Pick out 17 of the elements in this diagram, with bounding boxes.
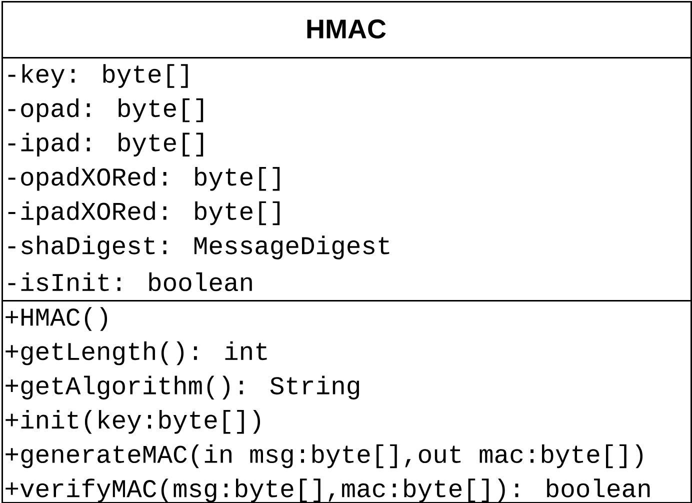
method-text: +getAlgorithm(): String (6, 376, 360, 400)
attribute-text: -isInit: boolean (8, 272, 252, 292)
attributes-compartment (2, 57, 692, 302)
method-text: +init(key:byte[]) (6, 410, 260, 434)
class-name-compartment (2, 1, 692, 58)
attribute-text: -opadXORed: byte[] (8, 167, 280, 191)
method-text: +verifyMAC(msg:byte[],mac:byte[]): boolean (6, 478, 650, 502)
attribute-text: -opad: byte[] (8, 98, 204, 122)
method-text: +getLength(): int (6, 341, 267, 366)
method-text: +generateMAC(in msg:byte[],out mac:byte[]) (6, 444, 643, 468)
methods-compartment (2, 300, 692, 503)
attribute-text: -shaDigest: MessageDigest (8, 236, 390, 260)
attribute-text: -ipadXORed: byte[] (8, 201, 280, 226)
class-name: HMAC (307, 19, 386, 39)
attribute-text: -ipad: byte[] (8, 132, 204, 156)
method-text: +HMAC() (6, 307, 108, 331)
attribute-text: -key: byte[] (8, 64, 188, 88)
